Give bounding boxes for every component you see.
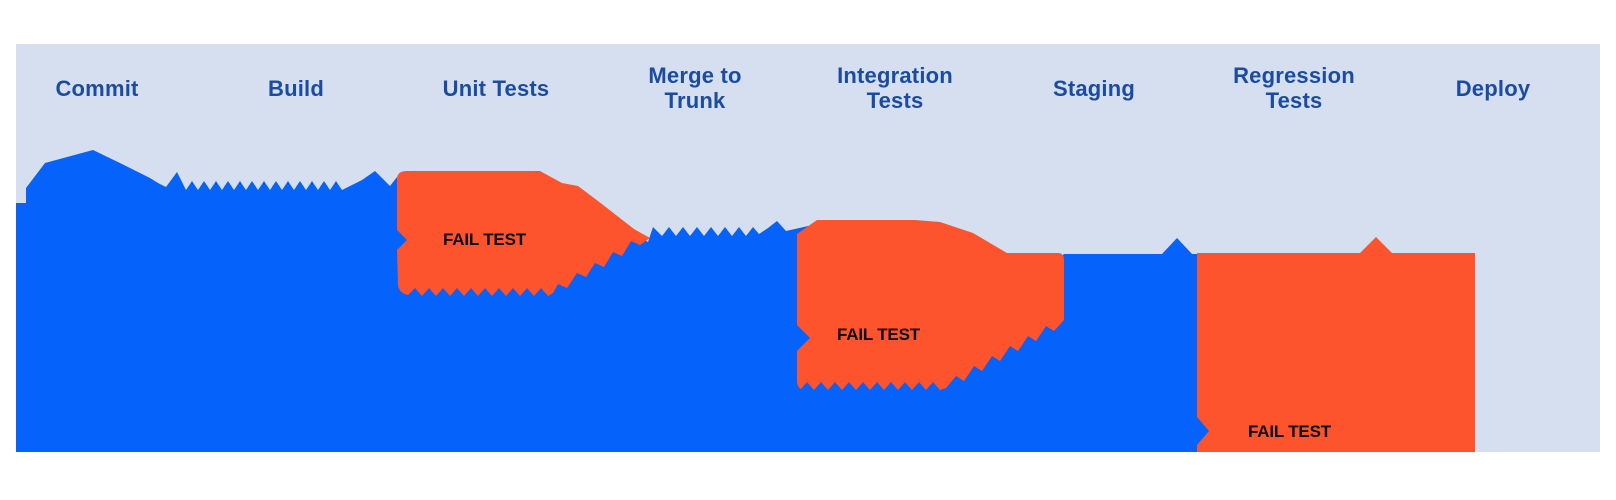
stage-label-integration-tests: Integration Tests [837, 63, 953, 113]
fail-blob-integration-tests [797, 220, 1064, 390]
stage-label-commit: Commit [55, 75, 139, 101]
stage-label-build: Build [268, 75, 324, 101]
stage-label-merge-to-trunk: Merge to Trunk [648, 63, 742, 113]
fail-test-label-regression-tests: FAIL TEST [1248, 422, 1331, 441]
fail-blob-unit-tests [397, 171, 650, 296]
stage-label-deploy: Deploy [1455, 75, 1531, 101]
stage-label-staging: Staging [1052, 75, 1136, 101]
stage-label-unit-tests: Unit Tests [442, 75, 550, 101]
fail-blob-regression-tests [1197, 237, 1475, 452]
stage-label-regression-tests: Regression Tests [1233, 63, 1355, 113]
fail-test-label-integration-tests: FAIL TEST [837, 325, 920, 344]
fail-test-label-unit-tests: FAIL TEST [443, 230, 526, 249]
